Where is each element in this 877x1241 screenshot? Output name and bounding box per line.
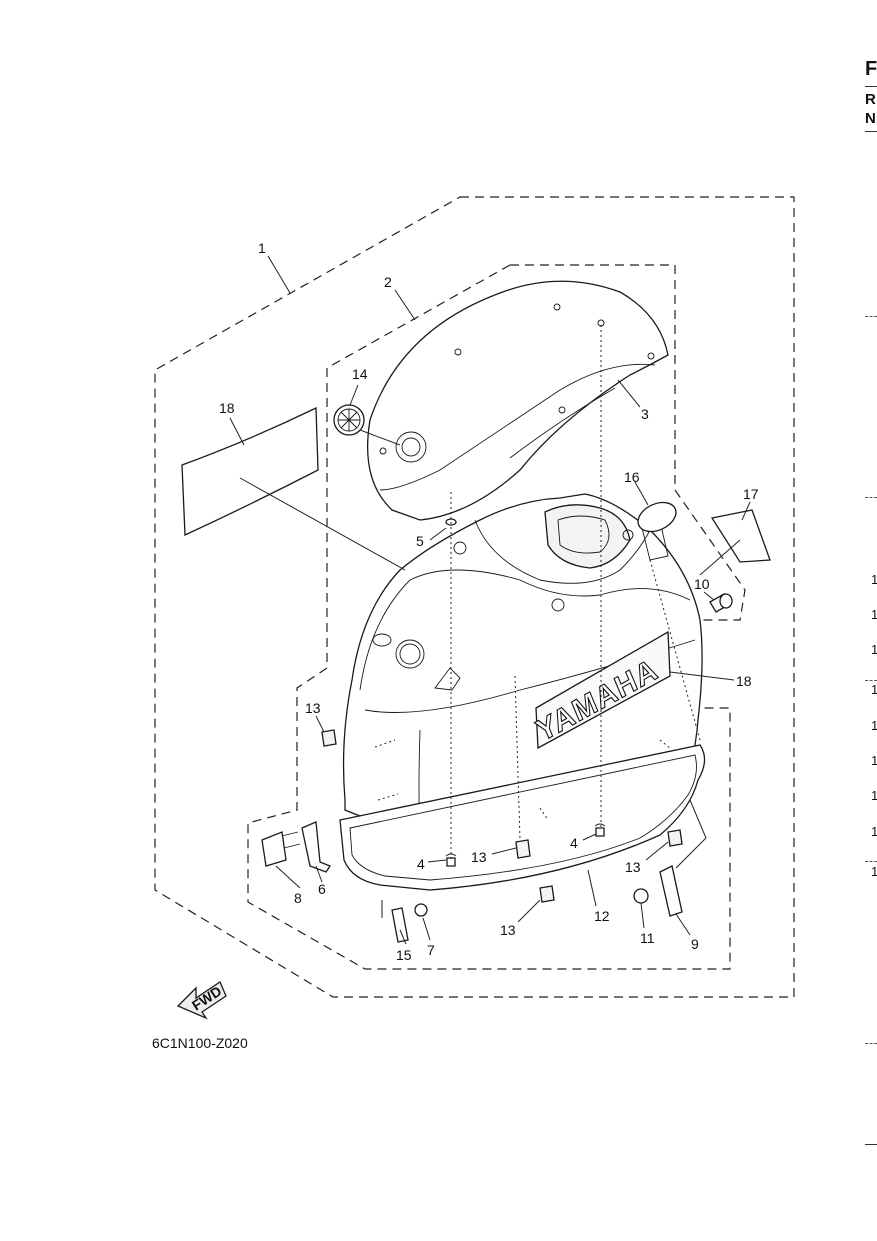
edge-dash-3 (865, 680, 877, 681)
clip-icon (667, 829, 683, 847)
leader-line (491, 847, 517, 855)
alignment-line (649, 559, 701, 741)
alignment-line (374, 739, 671, 821)
callout-label: 5 (416, 533, 424, 549)
edge-dash-2 (865, 497, 877, 498)
leader-line (645, 841, 669, 861)
leader-line (582, 833, 597, 841)
leader-line (275, 865, 301, 889)
callout-label: 13 (625, 859, 641, 875)
edge-number: 1 (871, 824, 877, 839)
edge-header-letter-n: N (865, 110, 876, 127)
edge-dash-4 (865, 861, 877, 862)
edge-number: 1 (871, 642, 877, 657)
leader-line (669, 671, 735, 681)
bracket-icon (659, 865, 683, 917)
clip-icon (515, 839, 531, 859)
plate (710, 509, 771, 563)
edge-number: 1 (871, 572, 877, 587)
top-cowling-body (342, 493, 703, 841)
bolt-icon (709, 593, 733, 613)
leader-line (267, 255, 291, 294)
leader-line (429, 527, 447, 541)
callout-label: 2 (384, 274, 392, 290)
edge-header-letter-r: R (865, 91, 876, 108)
edge-dash-1 (865, 316, 877, 317)
edge-rule-2 (865, 131, 877, 132)
callout-label: 9 (691, 936, 699, 952)
edge-header-letter-f: F (865, 58, 877, 80)
leader-line (359, 429, 401, 446)
leader-line (617, 379, 641, 408)
callout-label: 13 (305, 700, 321, 716)
callout-label: 12 (594, 908, 610, 924)
bracket-icon (301, 821, 331, 873)
callout-label: 14 (352, 366, 368, 382)
callout-label: 3 (641, 406, 649, 422)
leader-line (394, 289, 416, 321)
leader-line (675, 799, 707, 869)
clip-icon (539, 885, 555, 903)
leader-line (239, 477, 406, 571)
callout-label: 11 (640, 930, 655, 946)
clip-icon (321, 729, 337, 747)
knob-icon (261, 831, 301, 867)
edge-number: 1 (871, 788, 877, 803)
edge-dash-5 (865, 1043, 877, 1044)
forward-arrow-icon: FWD (176, 981, 227, 1020)
assembly-boundary-outer (154, 196, 795, 998)
callout-label: 10 (694, 576, 710, 592)
callout-label: 13 (500, 922, 516, 938)
leader-line (517, 899, 541, 923)
screw-icon (594, 823, 606, 837)
edge-rule-1 (865, 86, 877, 87)
leader-line (349, 384, 359, 406)
callout-label: 18 (219, 400, 235, 416)
callout-label: 1 (258, 240, 266, 256)
callout-label: 4 (417, 856, 425, 872)
yamaha-emblem-icon (333, 404, 365, 436)
edge-number: 1 (871, 682, 877, 697)
assembly-boundary-left (247, 264, 731, 970)
leader-line (315, 715, 325, 733)
leader-line (699, 539, 741, 576)
small-plate-icon (391, 907, 409, 943)
callout-label: 13 (471, 849, 487, 865)
leader-line (427, 859, 447, 863)
alignment-line (514, 675, 521, 841)
callout-label: 8 (294, 890, 302, 906)
leader-line (422, 917, 431, 941)
decal-panel-left (181, 406, 319, 536)
edge-number: 1 (871, 753, 877, 768)
edge-rule-3 (865, 1144, 877, 1145)
assembly-boundary-upper (510, 264, 746, 621)
nut-icon (414, 903, 428, 917)
callout-label: 17 (743, 486, 759, 502)
grommet (637, 501, 677, 533)
callout-label: 18 (736, 673, 752, 689)
leader-line (675, 913, 691, 936)
leader-line (399, 929, 407, 945)
nut-icon (633, 888, 649, 904)
edge-number: 1 (871, 607, 877, 622)
leader-line (315, 865, 323, 883)
callout-label: 4 (570, 835, 578, 851)
diagram-code: 6C1N100-Z020 (152, 1035, 248, 1051)
rubber-seal-rim (339, 744, 706, 891)
top-cover-lid (367, 280, 669, 521)
leader-line (703, 591, 715, 601)
callout-label: 16 (624, 469, 640, 485)
callout-label: 15 (396, 947, 412, 963)
callout-label: 6 (318, 881, 326, 897)
leader-line (229, 417, 245, 446)
edge-number: 1 (871, 718, 877, 733)
leader-line (587, 869, 597, 907)
leader-line (634, 481, 649, 506)
edge-number: 1 (871, 864, 877, 879)
screw-icon (445, 853, 457, 867)
callout-label: 7 (427, 942, 435, 958)
leader-line (741, 501, 751, 521)
leader-line (640, 902, 645, 929)
